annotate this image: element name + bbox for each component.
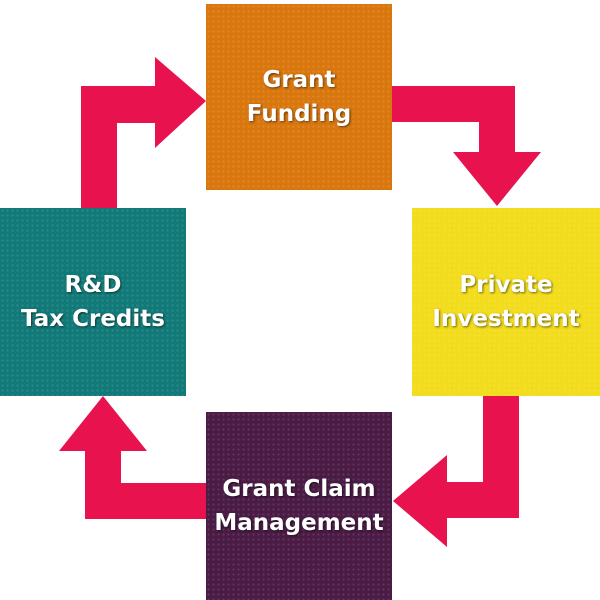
grant-funding-box: Grant Funding	[206, 4, 392, 190]
arrow-claim-to-tax-credits	[59, 396, 206, 519]
grant-claim-management-box: Grant Claim Management	[206, 412, 392, 600]
rd-tax-credits-label: R&D Tax Credits	[21, 272, 165, 332]
arrow-tax-credits-to-funding	[81, 57, 206, 208]
rd-tax-credits-box: R&D Tax Credits	[0, 208, 186, 396]
arrow-investment-to-claim	[393, 396, 519, 547]
grant-claim-management-label: Grant Claim Management	[214, 476, 384, 536]
private-investment-label: Private Investment	[432, 272, 580, 332]
private-investment-box: Private Investment	[412, 208, 600, 396]
grant-funding-label: Grant Funding	[246, 67, 352, 127]
arrow-funding-to-investment	[392, 86, 541, 206]
